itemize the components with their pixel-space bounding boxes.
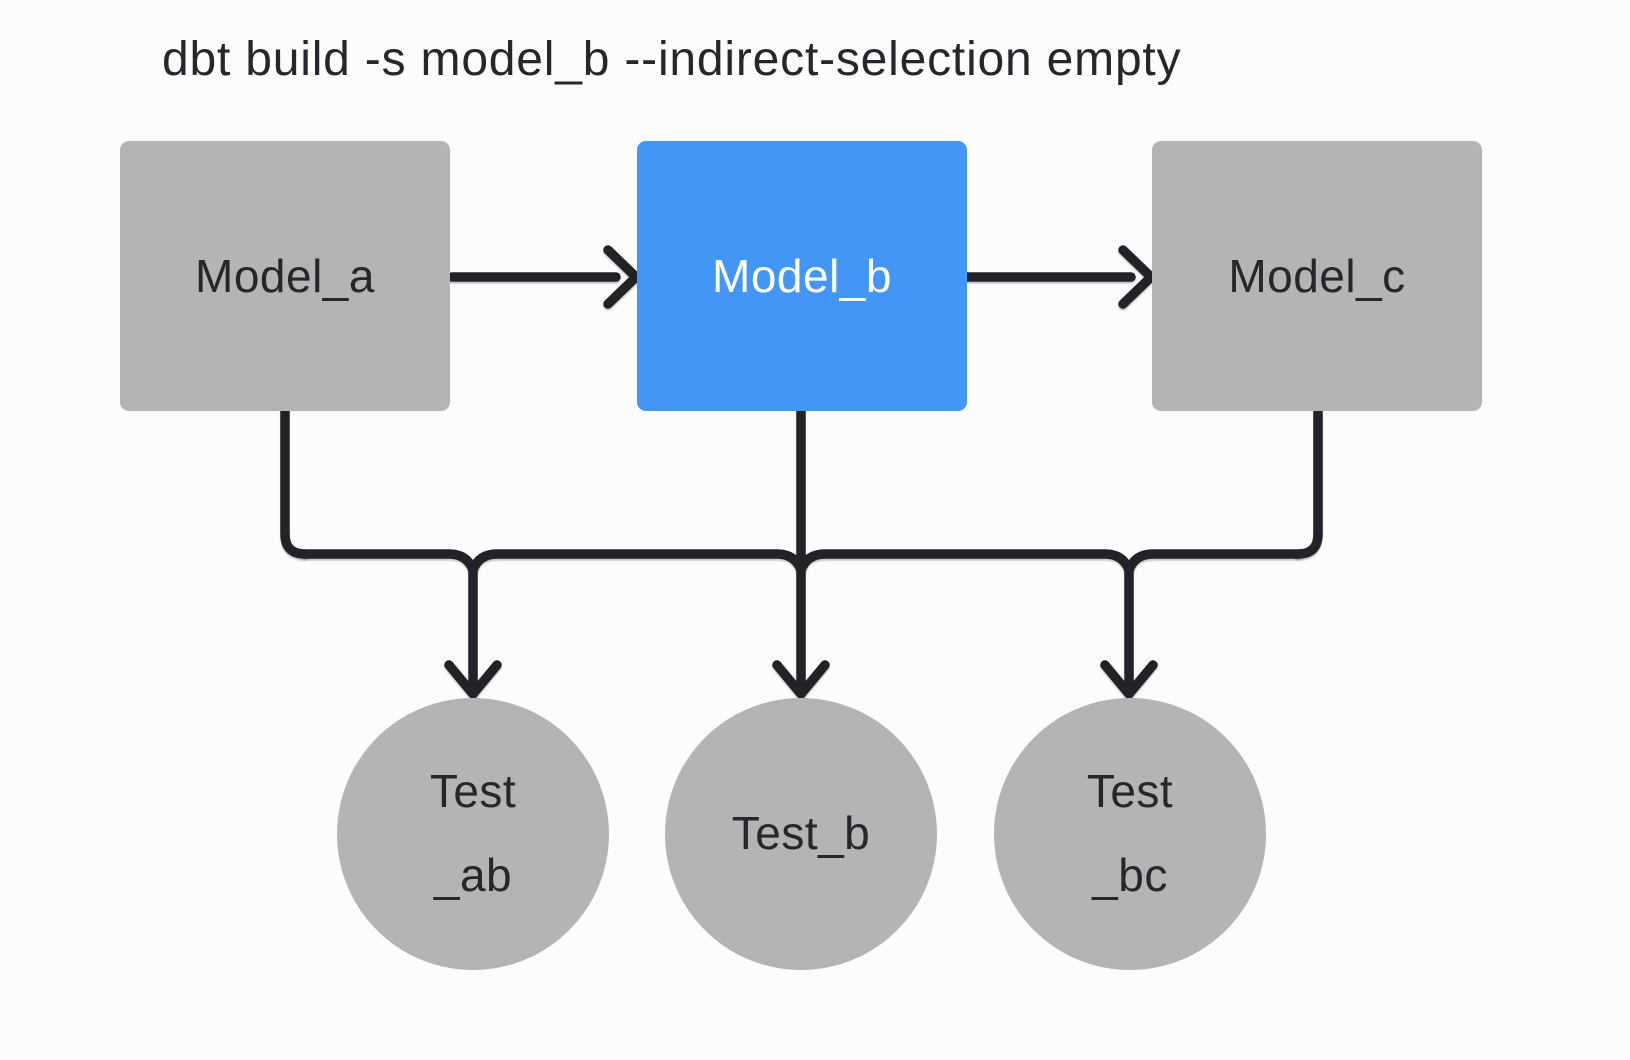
node-test-b-line1: Test_b — [731, 807, 871, 860]
edge-rail — [300, 549, 1303, 575]
node-test-bc-line2: _bc — [1092, 849, 1168, 901]
node-test-ab: Test _ab — [337, 698, 609, 970]
node-model-c-label: Model_c — [1228, 250, 1406, 302]
node-model-b-label: Model_b — [712, 250, 892, 302]
node-test-b-label: Test_b — [732, 792, 871, 876]
node-model-c: Model_c — [1152, 141, 1482, 411]
node-test-bc-label: Test _bc — [1087, 750, 1173, 917]
node-model-a: Model_a — [120, 141, 450, 411]
arrow-model-b-to-model-c — [962, 245, 1156, 309]
node-test-ab-line1: Test — [429, 765, 517, 818]
diagram-title: dbt build -s model_b --indirect-selectio… — [162, 33, 1182, 86]
arrow-rail-to-test-ab — [444, 561, 502, 699]
arrow-model-b-to-test-b — [772, 406, 830, 699]
node-model-b-selected: Model_b — [637, 141, 967, 411]
node-test-bc-line1: Test — [1086, 765, 1174, 818]
arrow-rail-to-test-bc — [1100, 561, 1158, 699]
edge-model-a-to-rail — [280, 406, 310, 559]
node-model-a-label: Model_a — [195, 250, 375, 302]
node-test-b: Test_b — [665, 698, 937, 970]
node-test-ab-label: Test _ab — [430, 750, 516, 917]
edge-model-c-to-rail — [1293, 406, 1323, 559]
arrow-model-a-to-model-b — [447, 245, 641, 309]
node-test-ab-line2: _ab — [433, 849, 513, 901]
node-test-bc: Test _bc — [994, 698, 1266, 970]
